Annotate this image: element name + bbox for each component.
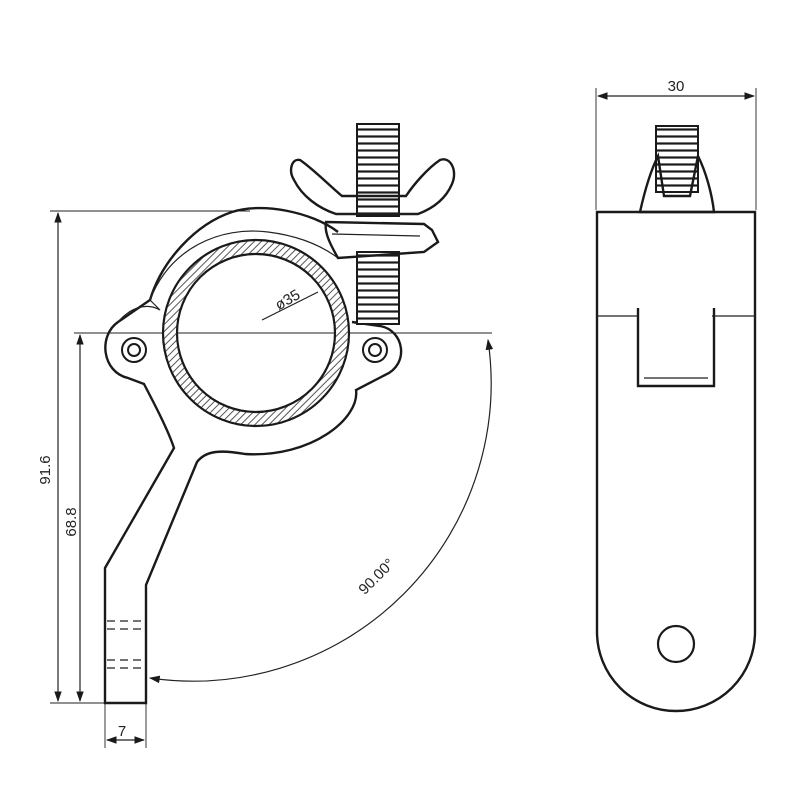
bolt-hole-left xyxy=(121,337,147,363)
clamp-lever-inner xyxy=(331,233,421,237)
side-mounting-hole xyxy=(656,624,696,664)
dimension-label-handle-height: 68.8 xyxy=(63,507,80,536)
clamp-hinge-curve xyxy=(117,299,161,323)
dimension-label-angle: 90.00° xyxy=(355,555,398,598)
dimension-label-overall-height: 91.6 xyxy=(37,455,54,484)
threaded-bolt-lower xyxy=(356,251,400,325)
threaded-bolt-upper xyxy=(356,123,400,217)
bolt-hole-right xyxy=(362,337,388,363)
front-view: 91.6 68.8 7 90.00° ø35 xyxy=(37,123,494,748)
side-threaded-bolt xyxy=(655,125,699,193)
diameter-leader xyxy=(261,291,319,321)
handle-notch-marks xyxy=(107,620,144,669)
clamp-lever xyxy=(324,220,440,260)
dimension-label-side-width: 30 xyxy=(668,78,685,95)
side-body-outline xyxy=(595,210,757,713)
clamp-body-outline xyxy=(103,206,403,705)
side-wing-nut xyxy=(638,152,716,214)
side-body-slot xyxy=(636,308,716,388)
side-view: 30 xyxy=(595,78,757,713)
dimension-arc-angle xyxy=(148,338,494,684)
dimension-label-handle-width: 7 xyxy=(118,723,126,740)
clamp-top-jaw-inner xyxy=(149,230,339,301)
